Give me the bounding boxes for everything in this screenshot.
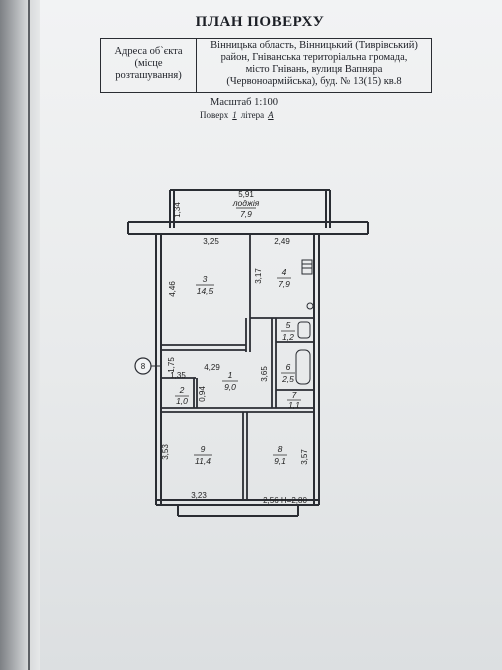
room-loggia-name: лоджія — [232, 198, 260, 208]
room-6-area: 2,5 — [281, 374, 294, 384]
dim-room4-width: 2,49 — [274, 237, 290, 246]
slab-line — [127, 221, 369, 235]
dim-wall-side: 1,75 — [167, 357, 176, 373]
room-6-number: 6 — [286, 362, 291, 372]
axis-marker-label: 8 — [141, 362, 146, 371]
dim-room3-width: 3,25 — [203, 237, 219, 246]
litera-value: А — [268, 110, 274, 120]
fixtures — [295, 259, 314, 385]
room-5-number: 5 — [286, 320, 291, 330]
room-5-area: 1,2 — [282, 332, 294, 342]
binder-rule — [28, 0, 30, 670]
room-6: 6 2,5 — [281, 362, 295, 384]
room-7-number: 7 — [292, 390, 297, 400]
dim-room4-length: 3,17 — [254, 268, 263, 284]
room-5: 5 1,2 — [281, 320, 295, 342]
bottom-slab — [177, 505, 299, 517]
address-table: Адреса об`єкта (місце розташування) Вінн… — [100, 38, 432, 93]
room-2: 2 1,0 — [175, 385, 189, 406]
page-title: ПЛАН ПОВЕРХУ — [195, 14, 325, 30]
room-9-number: 9 — [201, 444, 206, 454]
room-4-area: 7,9 — [278, 279, 290, 289]
dim-loggia-width: 5,91 — [238, 190, 254, 199]
room-8-number: 8 — [278, 444, 283, 454]
dim-room2-depth: 0,94 — [198, 386, 207, 402]
dim-room8-width-height: 2,56 Н=2,80 — [263, 496, 307, 505]
room-1-number: 1 — [228, 370, 233, 380]
dim-corridor-width: 4,29 — [204, 363, 220, 372]
floor-value: 1 — [232, 110, 237, 120]
room-9-area: 11,4 — [195, 456, 211, 466]
room-7-area: 1,1 — [288, 400, 300, 410]
outer-walls — [155, 234, 320, 506]
binder-edge — [0, 0, 40, 670]
room-2-number: 2 — [179, 385, 185, 395]
dim-room3-length: 4,46 — [168, 281, 177, 297]
room-3-area: 14,5 — [197, 286, 214, 296]
room-4-number: 4 — [282, 267, 287, 277]
floor-prefix: Поверх — [200, 110, 229, 120]
room-3-number: 3 — [203, 274, 208, 284]
room-1-area: 9,0 — [224, 382, 236, 392]
scale-label: Масштаб 1:100 — [210, 97, 279, 108]
address-value: Вінницька область, Вінницький (Тиврівськ… — [210, 40, 418, 87]
dim-corridor-length: 3,65 — [260, 366, 269, 382]
dim-room8-length: 3,57 — [300, 449, 309, 465]
dim-room2-width: 1,35 — [170, 371, 186, 380]
dim-room9-width: 3,23 — [191, 491, 207, 500]
room-2-area: 1,0 — [176, 396, 188, 406]
room-loggia-area: 7,9 — [240, 209, 252, 219]
interior-walls — [161, 234, 314, 500]
room-8-area: 9,1 — [274, 456, 286, 466]
dim-loggia-depth: 1,34 — [173, 202, 182, 218]
room-1: 1 9,0 — [222, 370, 238, 392]
room-3: 3 14,5 — [196, 274, 214, 296]
room-4: 4 7,9 — [277, 267, 291, 289]
address-label: Адреса об`єкта (місце розташування) — [101, 39, 197, 92]
room-loggia: лоджія 7,9 — [232, 198, 260, 219]
dim-room9-length: 3,53 — [161, 444, 170, 460]
room-9: 9 11,4 — [194, 444, 212, 466]
room-8: 8 9,1 — [273, 444, 287, 466]
litera-prefix: літера — [240, 110, 265, 120]
room-7: 7 1,1 — [287, 390, 301, 410]
